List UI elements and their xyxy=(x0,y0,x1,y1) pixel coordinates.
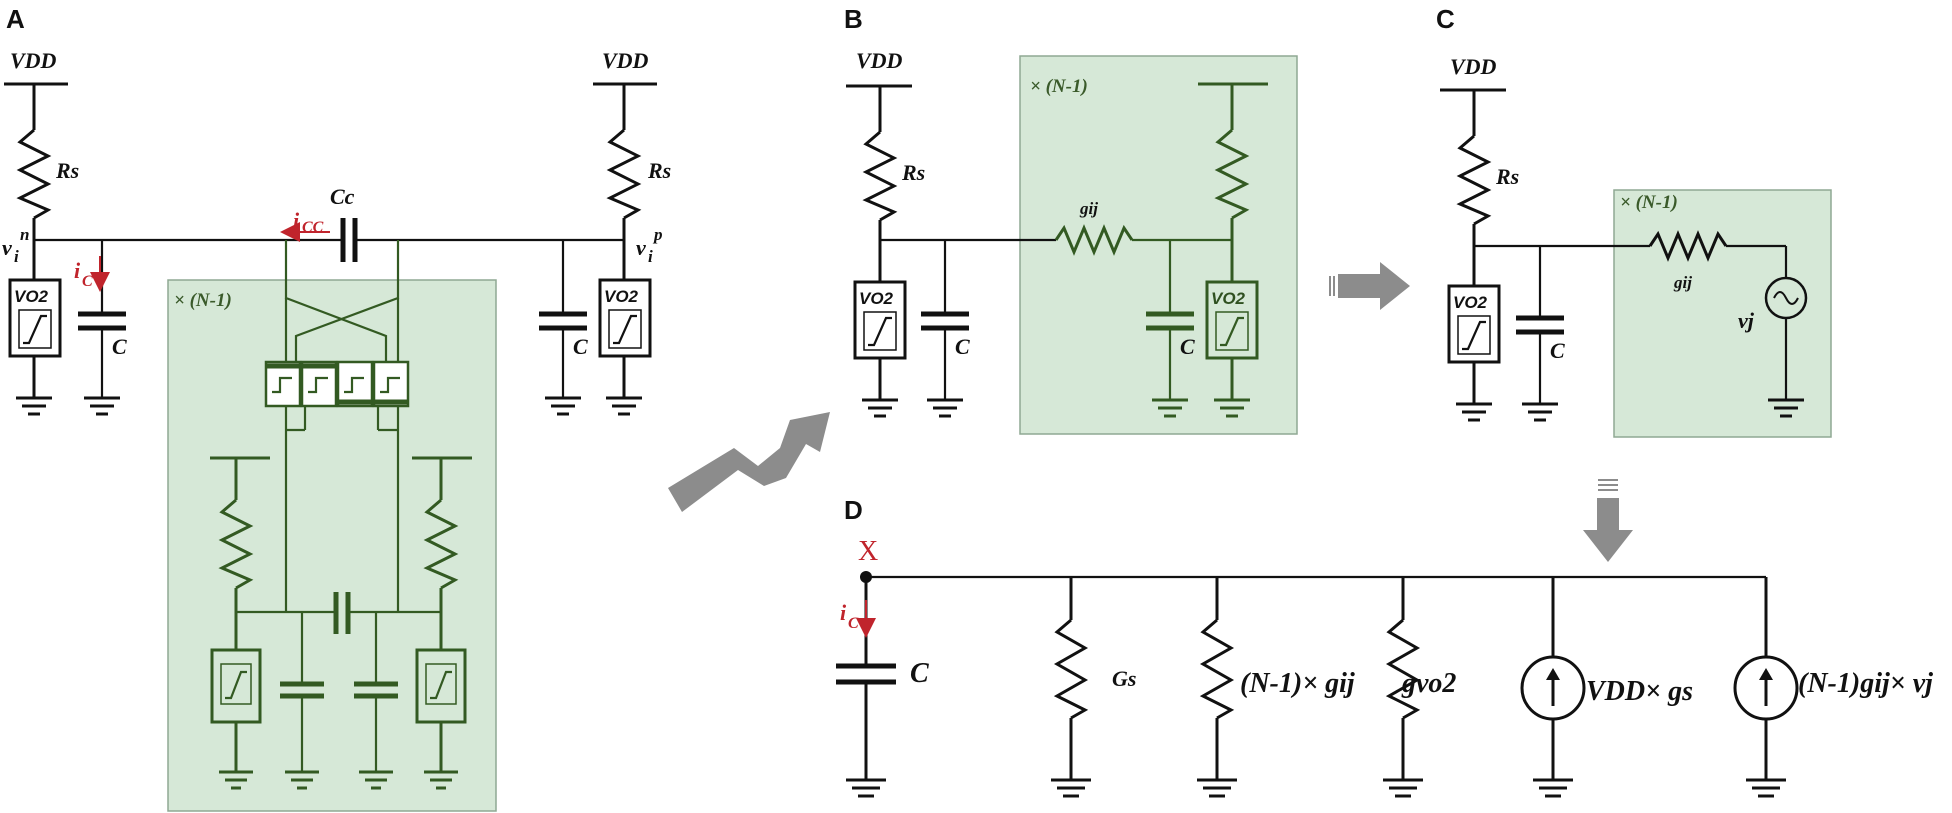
vip-subscript: i xyxy=(648,247,653,266)
cap-c-label-right: C xyxy=(573,334,588,359)
gvo2-resistor xyxy=(1385,618,1421,720)
n1-gij-resistor xyxy=(1199,618,1235,720)
vo2-label: VO2 xyxy=(14,287,49,306)
rs-label: Rs xyxy=(55,158,79,183)
transition-arrow-c-to-d xyxy=(1583,479,1633,562)
rs-resistor xyxy=(16,128,52,220)
cap-c-label-b-green: C xyxy=(1180,334,1195,359)
icc-current-label: i xyxy=(293,208,300,233)
vdd-label-b: VDD xyxy=(856,48,903,73)
panel-d: X C i C Gs (N-1)× gij gvo2 VDD× gs xyxy=(836,536,1933,798)
ic-current-label-d: i xyxy=(840,600,847,625)
icc-current-subscript: CC xyxy=(302,219,324,236)
n-minus-1-label: × (N-1) xyxy=(174,290,232,311)
panel-a-letter: A xyxy=(6,4,25,34)
gvo2-label: gvo2 xyxy=(1401,668,1456,699)
green-resistor-right xyxy=(423,498,459,590)
vdd-gs-label: VDD× gs xyxy=(1586,676,1693,707)
vin-superscript: n xyxy=(20,225,29,244)
vdd-label-right: VDD xyxy=(602,48,649,73)
gij-label-b: gij xyxy=(1079,199,1098,218)
switch-array xyxy=(264,360,410,408)
rs-label-b: Rs xyxy=(901,160,925,185)
vo2-label-right: VO2 xyxy=(604,287,639,306)
gij-resistor-c xyxy=(1648,230,1728,262)
rs-label-right: Rs xyxy=(647,158,671,183)
transition-arrow-b-to-c xyxy=(1329,262,1410,310)
transition-arrow-a-to-b xyxy=(668,412,830,512)
rs-resistor-right xyxy=(606,128,642,220)
vo2-label-c: VO2 xyxy=(1453,293,1488,312)
panel-c-letter: C xyxy=(1436,4,1455,34)
green-resistor-b xyxy=(1214,128,1250,220)
vip-superscript: p xyxy=(652,225,663,244)
n1-gij-vj-label: (N-1)gij× vj xyxy=(1798,668,1933,699)
n1-gij-label: (N-1)× gij xyxy=(1240,668,1355,699)
vin-node-label: v xyxy=(2,235,12,260)
vo2-label-b: VO2 xyxy=(859,289,894,308)
panel-d-letter: D xyxy=(844,495,863,525)
panel-b: VDD Rs VO2 C × (N-1) gij C xyxy=(846,48,1268,418)
panel-a-shaded-region xyxy=(167,279,497,812)
ic-current-label: i xyxy=(74,258,81,283)
green-resistor-left xyxy=(218,498,254,590)
cap-c-label-b: C xyxy=(955,334,970,359)
rs-label-c: Rs xyxy=(1495,164,1519,189)
n-minus-1-label-b: × (N-1) xyxy=(1030,76,1088,97)
n-minus-1-label-c: × (N-1) xyxy=(1620,192,1678,213)
rs-resistor-c xyxy=(1456,134,1492,226)
gij-label-c: gij xyxy=(1673,273,1692,292)
cap-c-label: C xyxy=(112,334,127,359)
cc-label: Cc xyxy=(330,184,355,209)
ic-current-subscript: C xyxy=(82,273,93,290)
panel-a: VDD Rs v i n VO2 C i C xyxy=(2,48,671,790)
cap-c-label-c: C xyxy=(1550,338,1565,363)
vj-label: vj xyxy=(1738,308,1755,333)
gs-resistor xyxy=(1053,618,1089,720)
ic-current-subscript-d: C xyxy=(848,615,859,632)
vin-subscript: i xyxy=(14,247,19,266)
ground-symbols-d xyxy=(846,778,1786,798)
x-node-label: X xyxy=(858,536,878,567)
cap-c-label-d: C xyxy=(910,658,929,689)
panel-c-shaded-region xyxy=(1613,189,1832,438)
gij-resistor-b xyxy=(1054,224,1134,256)
panel-b-letter: B xyxy=(844,4,863,34)
vdd-label: VDD xyxy=(10,48,57,73)
vip-node-label: v xyxy=(636,235,646,260)
gs-label: Gs xyxy=(1112,666,1136,691)
panel-c: VDD Rs VO2 C × (N-1) gij vj xyxy=(1440,54,1808,422)
panel-b-shaded-region xyxy=(1019,55,1298,435)
rs-resistor-b xyxy=(862,130,898,222)
vdd-label-c: VDD xyxy=(1450,54,1497,79)
vo2-label-b-green: VO2 xyxy=(1211,289,1246,308)
